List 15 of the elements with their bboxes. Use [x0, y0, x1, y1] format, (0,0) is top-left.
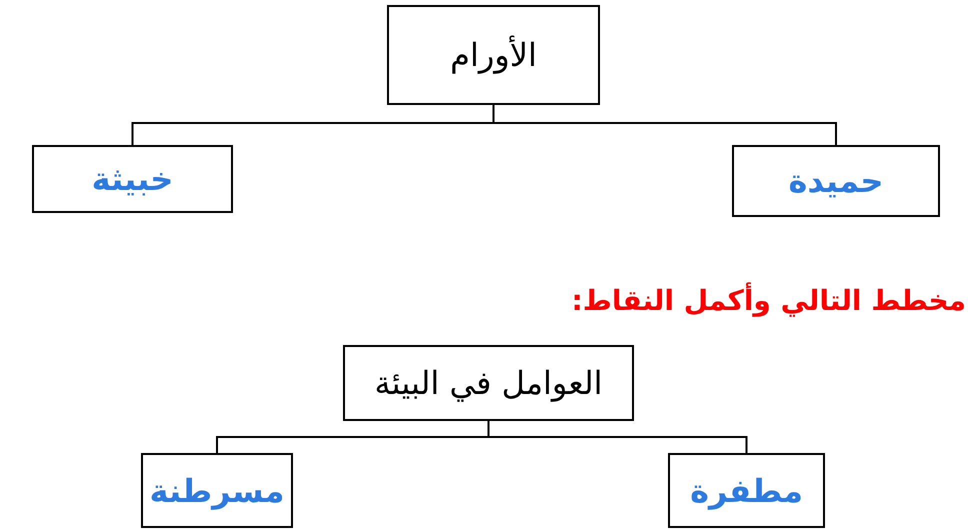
- topic-text: العوامل في البيئة: [374, 363, 602, 404]
- answer-box: [668, 453, 825, 528]
- answer-box: [732, 145, 940, 217]
- answer-text: مطفرة: [690, 470, 803, 512]
- answer-text: خبيثة: [92, 159, 174, 200]
- topic-text: الأورام: [450, 34, 537, 76]
- answer-text: مسرطنة: [150, 470, 284, 512]
- answer-text: حميدة: [788, 161, 884, 202]
- instruction-text: مخطط التالي وأكمل النقاط:: [572, 281, 966, 319]
- connector-line: [488, 421, 748, 453]
- topic-box: [387, 5, 600, 105]
- answer-box: [141, 453, 293, 528]
- answer-box: [32, 145, 233, 213]
- connector-line: [492, 105, 837, 145]
- topic-box: [343, 345, 634, 421]
